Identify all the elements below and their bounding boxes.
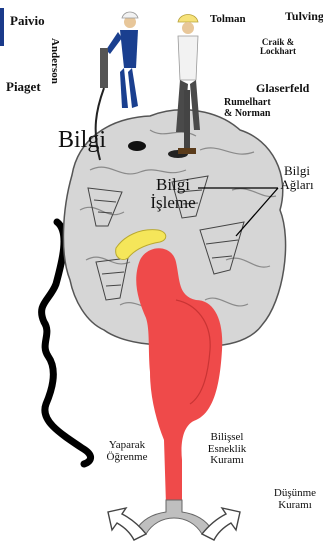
label-bilissel-line1: Bilişsel xyxy=(198,432,256,444)
label-bilgi-aglari-line1: Bilgi xyxy=(276,164,318,178)
label-bilgi-isleme-line2: İşleme xyxy=(146,194,200,212)
label-yaparak-ogrenme: Yaparak Öğrenme xyxy=(100,440,154,463)
label-bilgi-isleme-line1: Bilgi xyxy=(146,176,200,194)
label-dusunme-line1: Düşünme xyxy=(270,488,320,500)
label-piaget: Piaget xyxy=(6,80,41,94)
label-paivio: Paivio xyxy=(10,14,45,28)
label-dusunme-line2: Kuramı xyxy=(270,500,320,512)
label-bilissel-line3: Kuramı xyxy=(198,455,256,467)
label-rumelhart-line1: Rumelhart xyxy=(224,98,271,109)
label-anderson: Anderson xyxy=(48,38,60,84)
label-rumelhart-norman: Rumelhart & Norman xyxy=(224,98,271,119)
label-tulving: Tulving xyxy=(285,10,323,23)
label-craik-line2: Lockhart xyxy=(256,47,300,56)
label-bilgi-top: Bilgi xyxy=(58,128,106,153)
label-yaparak-line2: Öğrenme xyxy=(100,452,154,464)
label-tolman: Tolman xyxy=(210,14,246,26)
label-rumelhart-line2: & Norman xyxy=(224,109,271,120)
label-bilissel-esneklik: Bilişsel Esneklik Kuramı xyxy=(198,432,256,467)
label-yaparak-line1: Yaparak xyxy=(100,440,154,452)
label-glaserfeld: Glaserfeld xyxy=(256,82,309,95)
label-dusunme-kurami: Düşünme Kuramı xyxy=(270,488,320,511)
label-bilgi-aglari-line2: Ağları xyxy=(276,178,318,192)
label-bilgi-aglari: Bilgi Ağları xyxy=(276,164,318,191)
dark-oval xyxy=(128,141,146,151)
label-craik-lockhart: Craik & Lockhart xyxy=(256,38,300,57)
stem-base xyxy=(136,500,212,534)
label-bilgi-isleme: Bilgi İşleme xyxy=(146,176,200,212)
